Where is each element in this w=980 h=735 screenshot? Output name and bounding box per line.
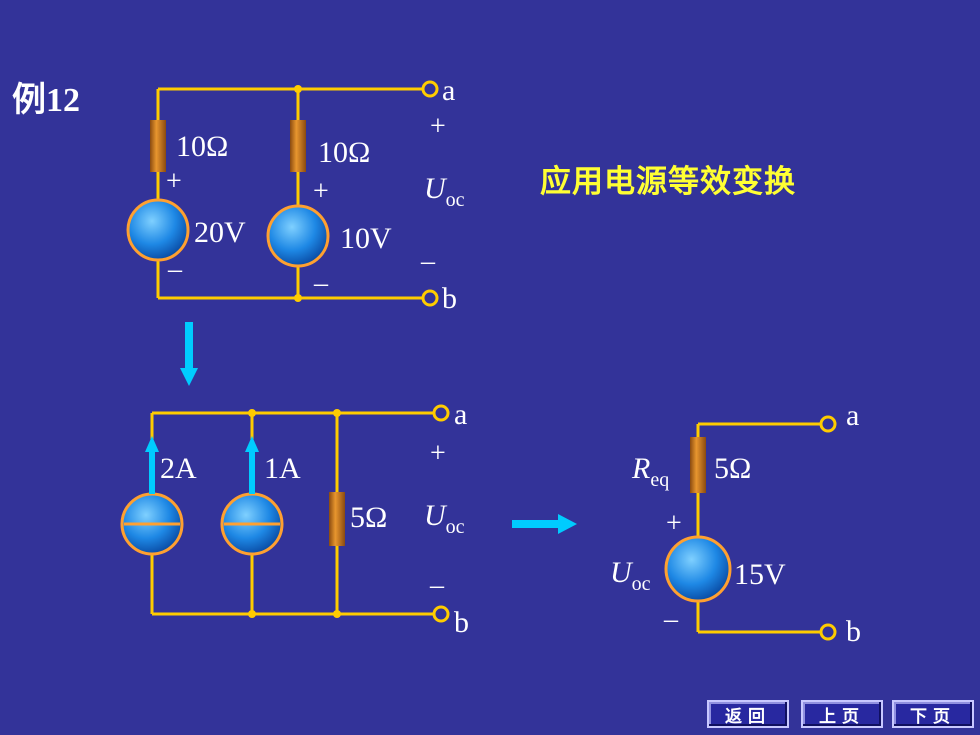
voltage-source-10v	[266, 204, 330, 268]
label-r1: 10Ω	[176, 130, 228, 163]
label-v: 15V	[734, 558, 786, 591]
method-heading: 应用电源等效变换	[540, 164, 796, 200]
resistor-10ohm-right	[290, 120, 306, 172]
label-minus: –	[420, 246, 436, 277]
voltage-source-20v	[126, 198, 190, 262]
label-plus: +	[166, 166, 182, 197]
label-v2: 10V	[340, 222, 392, 255]
terminal-a	[819, 415, 837, 433]
junction-dot	[333, 610, 341, 618]
label-plus: +	[430, 438, 446, 469]
junction-dot	[294, 294, 302, 302]
right-arrow-icon	[512, 514, 577, 534]
junction-dot	[294, 85, 302, 93]
resistor-10ohm-left	[150, 120, 166, 172]
junction-dot	[248, 409, 256, 417]
label-minus: –	[167, 254, 183, 285]
terminal-a	[432, 404, 450, 422]
label-minus: –	[313, 268, 329, 299]
label-node-a: a	[846, 399, 859, 432]
label-i1: 2A	[160, 452, 197, 485]
label-node-b: b	[442, 282, 457, 315]
previous-page-button[interactable]: 上页	[801, 700, 883, 728]
back-button[interactable]: 返回	[707, 700, 789, 728]
label-minus: –	[663, 604, 679, 635]
label-plus: +	[430, 111, 446, 142]
junction-dot	[248, 610, 256, 618]
label-r: 5Ω	[714, 452, 751, 485]
label-minus: –	[429, 570, 445, 601]
current-arrow-icon	[245, 436, 259, 494]
label-node-b: b	[454, 606, 469, 639]
label-i2: 1A	[264, 452, 301, 485]
terminal-b	[432, 605, 450, 623]
circuit-2	[150, 411, 436, 616]
label-r2: 10Ω	[318, 136, 370, 169]
label-v1: 20V	[194, 216, 246, 249]
example-label: 例12	[12, 82, 80, 119]
terminal-b	[421, 289, 439, 307]
label-uoc: Uoc	[424, 172, 465, 211]
label-node-b: b	[846, 615, 861, 648]
down-arrow-icon	[180, 322, 198, 386]
label-plus: +	[313, 176, 329, 207]
resistor-req	[690, 437, 706, 493]
resistor-5ohm	[329, 492, 345, 546]
next-page-button[interactable]: 下页	[892, 700, 974, 728]
label-node-a: a	[442, 74, 455, 107]
current-arrow-icon	[145, 436, 159, 494]
label-uoc: Uoc	[424, 499, 465, 538]
voltage-source-15v	[664, 535, 732, 603]
terminal-a	[421, 80, 439, 98]
terminal-b	[819, 623, 837, 641]
junction-dot	[333, 409, 341, 417]
label-plus: +	[666, 508, 682, 539]
label-uoc: Uoc	[610, 556, 651, 595]
label-r: 5Ω	[350, 501, 387, 534]
label-req: Req	[631, 452, 669, 491]
label-node-a: a	[454, 398, 467, 431]
